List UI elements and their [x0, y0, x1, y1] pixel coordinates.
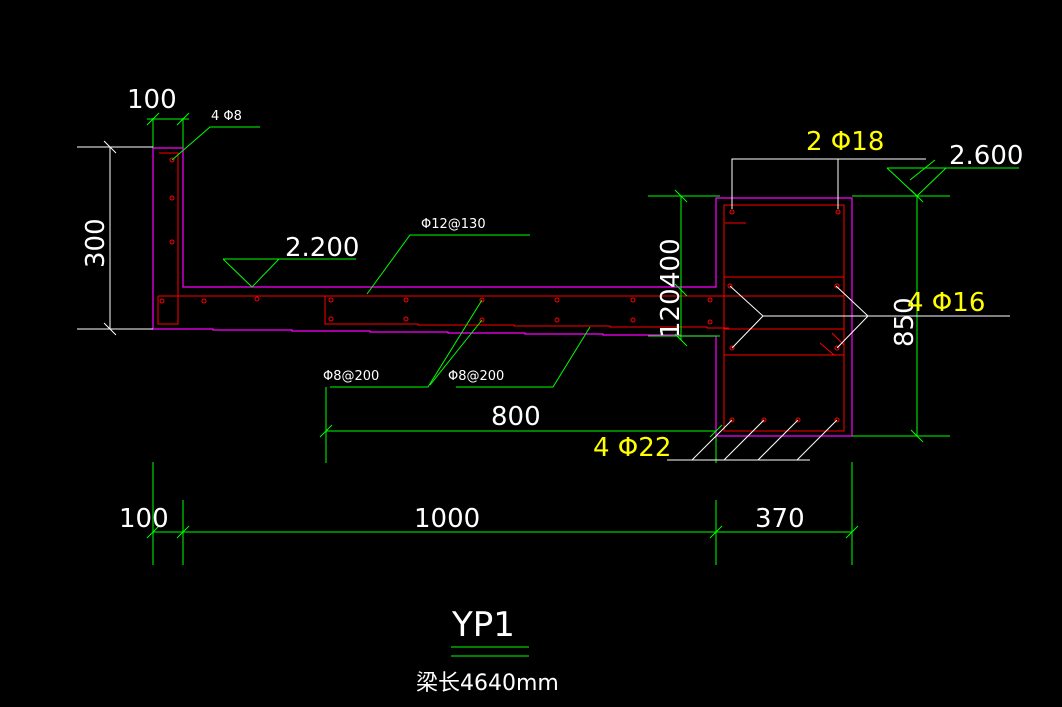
- rebar-dot: [834, 417, 840, 423]
- concrete-outline: [152, 147, 853, 437]
- rebar-dot: [795, 417, 801, 423]
- rebar-dot: [328, 297, 334, 303]
- rebar-texts: 4 Φ8 Φ12@130 Φ8@200 Φ8@200 2 Φ18 4 Φ16 4…: [211, 109, 985, 463]
- rebar-dot: [835, 209, 841, 215]
- drawing-subtitle: 梁长4640mm: [416, 671, 559, 696]
- dim-wall-height: 300: [81, 218, 111, 268]
- rebar-dot: [707, 319, 713, 325]
- rebar-dot: [254, 296, 260, 302]
- label-beam-bottom: 4 Φ22: [593, 433, 671, 463]
- rebar-dot: [834, 283, 840, 289]
- dim-top-wall: 100: [127, 85, 177, 115]
- label-slab-top: Φ12@130: [421, 217, 486, 232]
- label-beam-side: 4 Φ16: [907, 288, 985, 318]
- dim-bottom-wall: 100: [119, 504, 169, 534]
- drawing-title: YP1: [451, 605, 515, 645]
- label-beam-top: 2 Φ18: [806, 127, 884, 157]
- rebar-dot: [403, 297, 409, 303]
- rebar-dot: [159, 298, 165, 304]
- title-block: YP1 梁长4640mm: [416, 605, 559, 696]
- rebar-dot: [479, 317, 485, 323]
- dimension-lines: [146, 112, 1019, 657]
- rebar-dot: [727, 283, 733, 289]
- rebar-dot: [630, 297, 636, 303]
- elevation-beam-top: 2.600: [949, 141, 1023, 171]
- rebar-dot: [834, 345, 840, 351]
- dim-beam-total: 850: [890, 297, 920, 347]
- dim-slab-thickness: 120: [656, 288, 686, 338]
- rebar-dot: [403, 316, 409, 322]
- rebar-dot: [169, 239, 175, 245]
- rebar-group: [157, 152, 845, 432]
- rebar-dot: [707, 297, 713, 303]
- rebar-dot: [554, 297, 560, 303]
- dimension-texts: 100 300 400 120 850 800 100 1000 370: [81, 85, 920, 534]
- rebar-dot: [554, 317, 560, 323]
- rebar-dot: [169, 157, 175, 163]
- rebar-dots: [159, 157, 841, 423]
- dim-beam-upper: 400: [656, 238, 686, 288]
- rebar-dot: [729, 417, 735, 423]
- label-slab-dist-1: Φ8@200: [323, 369, 379, 384]
- dim-stirrup-extent: 800: [491, 402, 541, 432]
- label-slab-dist-2: Φ8@200: [448, 369, 504, 384]
- rebar-dot: [201, 298, 207, 304]
- rebar-dot: [479, 297, 485, 303]
- rebar-dot: [729, 209, 735, 215]
- elevation-slab: 2.200: [285, 233, 359, 263]
- rebar-dot: [328, 316, 334, 322]
- dim-bottom-slab: 1000: [414, 504, 480, 534]
- rebar-dot: [169, 195, 175, 201]
- rebar-dot: [630, 317, 636, 323]
- rebar-dot: [761, 417, 767, 423]
- dim-bottom-beam: 370: [755, 504, 805, 534]
- label-wall-bars: 4 Φ8: [211, 109, 242, 124]
- elevation-texts: 2.200 2.600: [285, 141, 1023, 263]
- rebar-dot: [729, 345, 735, 351]
- leader-lines: [77, 140, 1010, 461]
